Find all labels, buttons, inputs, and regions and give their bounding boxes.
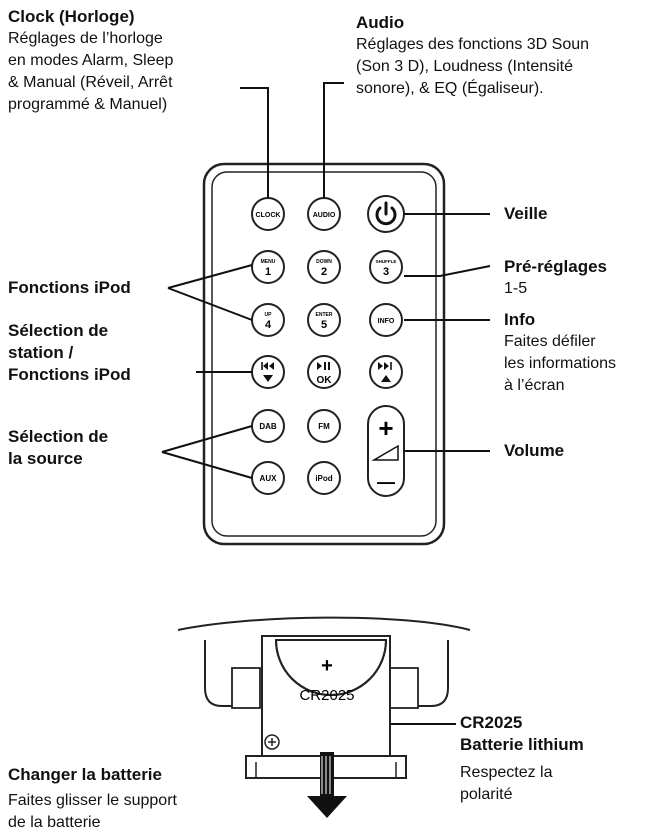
info-desc: Faites défiler les informations à l’écra… [504, 333, 617, 394]
up-label: UP [265, 312, 273, 318]
volume-up-button[interactable]: + [378, 413, 393, 443]
preset-4-label: 4 [265, 319, 272, 331]
dab-button[interactable]: DAB [251, 409, 285, 443]
battery-title: CR2025 Batterie lithium [460, 713, 584, 754]
change-battery-title: Changer la batterie [8, 765, 162, 784]
shuffle-label: SHUFFLE [376, 259, 397, 264]
enter-5-button[interactable]: ENTER 5 [307, 303, 341, 337]
info-title: Info [504, 310, 536, 329]
aux-button[interactable]: AUX [251, 461, 285, 495]
info-button-label: INFO [378, 318, 395, 325]
audio-button[interactable]: AUDIO [307, 197, 341, 231]
down-2-button[interactable]: DOWN 2 [307, 250, 341, 284]
presets-leader [404, 265, 491, 277]
clock-button[interactable]: CLOCK [251, 197, 285, 231]
audio-leader [323, 82, 344, 198]
leader-lines [161, 82, 491, 725]
volume-down-button[interactable]: — [377, 472, 395, 492]
clock-title: Clock (Horloge) [8, 7, 135, 26]
change-battery-annotation: Changer la batterie Faites glisser le su… [8, 764, 248, 834]
source-annotation: Sélection de la source [8, 426, 108, 470]
preset-2-label: 2 [321, 266, 327, 278]
play-pause-icon [317, 362, 330, 370]
volume-annotation: Volume [504, 440, 564, 462]
clock-desc: Réglages de l’horloge en modes Alarm, Sl… [8, 30, 174, 113]
source-title: Sélection de la source [8, 427, 109, 468]
change-battery-desc: Faites glisser le support de la batterie [8, 792, 177, 831]
dab-button-label: DAB [259, 422, 277, 431]
audio-desc: Réglages des fonctions 3D Soun (Son 3 D)… [356, 36, 590, 97]
battery-desc: Respectez la polarité [460, 764, 553, 803]
battery-plus-sign: + [321, 655, 333, 677]
ipod-button[interactable]: iPod [307, 461, 341, 495]
presets-annotation: Pré-réglages 1-5 [504, 256, 607, 300]
next-up-button[interactable] [369, 355, 403, 389]
ok-label: OK [317, 375, 333, 386]
audio-title: Audio [356, 13, 405, 32]
power-icon [375, 201, 397, 226]
preset-5-label: 5 [321, 319, 327, 331]
skip-forward-icon [378, 362, 392, 370]
ipod-annotation: Fonctions iPod [8, 277, 131, 299]
audio-annotation: Audio Réglages des fonctions 3D Soun (So… [356, 12, 656, 100]
ipod-leader-b [167, 287, 253, 321]
presets-title: Pré-réglages [504, 257, 607, 276]
source-leader-b [161, 451, 253, 479]
battery-diagram [177, 616, 471, 818]
arrow-down-icon [263, 375, 273, 382]
veille-annotation: Veille [504, 203, 547, 225]
volume-rocker[interactable]: + — [367, 405, 405, 497]
clock-annotation: Clock (Horloge) Réglages de l’horloge en… [8, 6, 248, 116]
fm-button-label: FM [318, 422, 330, 431]
presets-desc: 1-5 [504, 280, 528, 297]
shuffle-3-button[interactable]: SHUFFLE 3 [369, 250, 403, 284]
up-4-button[interactable]: UP 4 [251, 303, 285, 337]
slide-arrow-icon [307, 796, 347, 818]
ipod-button-label: iPod [315, 474, 332, 483]
skip-back-icon [261, 362, 274, 370]
fm-button[interactable]: FM [307, 409, 341, 443]
ipod-functions-title: Fonctions iPod [8, 278, 131, 297]
volume-wedge-icon [371, 444, 399, 461]
veille-title: Veille [504, 204, 548, 223]
ipod-leader-a [167, 264, 253, 289]
enter-label: ENTER [316, 312, 333, 318]
menu-1-button[interactable]: MENU 1 [251, 250, 285, 284]
station-annotation: Sélection de station / Fonctions iPod [8, 320, 131, 386]
clock-button-label: CLOCK [256, 212, 281, 219]
menu-label: MENU [261, 259, 276, 265]
battery-model-label: CR2025 [299, 687, 354, 704]
info-button[interactable]: INFO [369, 303, 403, 337]
play-pause-ok-button[interactable]: OK [307, 355, 341, 389]
volume-title: Volume [504, 441, 565, 460]
battery-annotation: CR2025 Batterie lithium Respectez la pol… [460, 712, 655, 806]
aux-button-label: AUX [260, 474, 278, 483]
down-label: DOWN [316, 259, 332, 265]
preset-3-label: 3 [383, 266, 389, 278]
clock-leader [240, 87, 269, 198]
arrow-up-icon [381, 375, 391, 382]
prev-down-button[interactable] [251, 355, 285, 389]
info-annotation: Info Faites défiler les informations à l… [504, 309, 654, 397]
audio-button-label: AUDIO [313, 212, 336, 219]
power-button[interactable] [367, 195, 405, 233]
preset-1-label: 1 [265, 266, 271, 278]
station-title: Sélection de station / Fonctions iPod [8, 321, 131, 384]
source-leader-a [161, 425, 253, 453]
